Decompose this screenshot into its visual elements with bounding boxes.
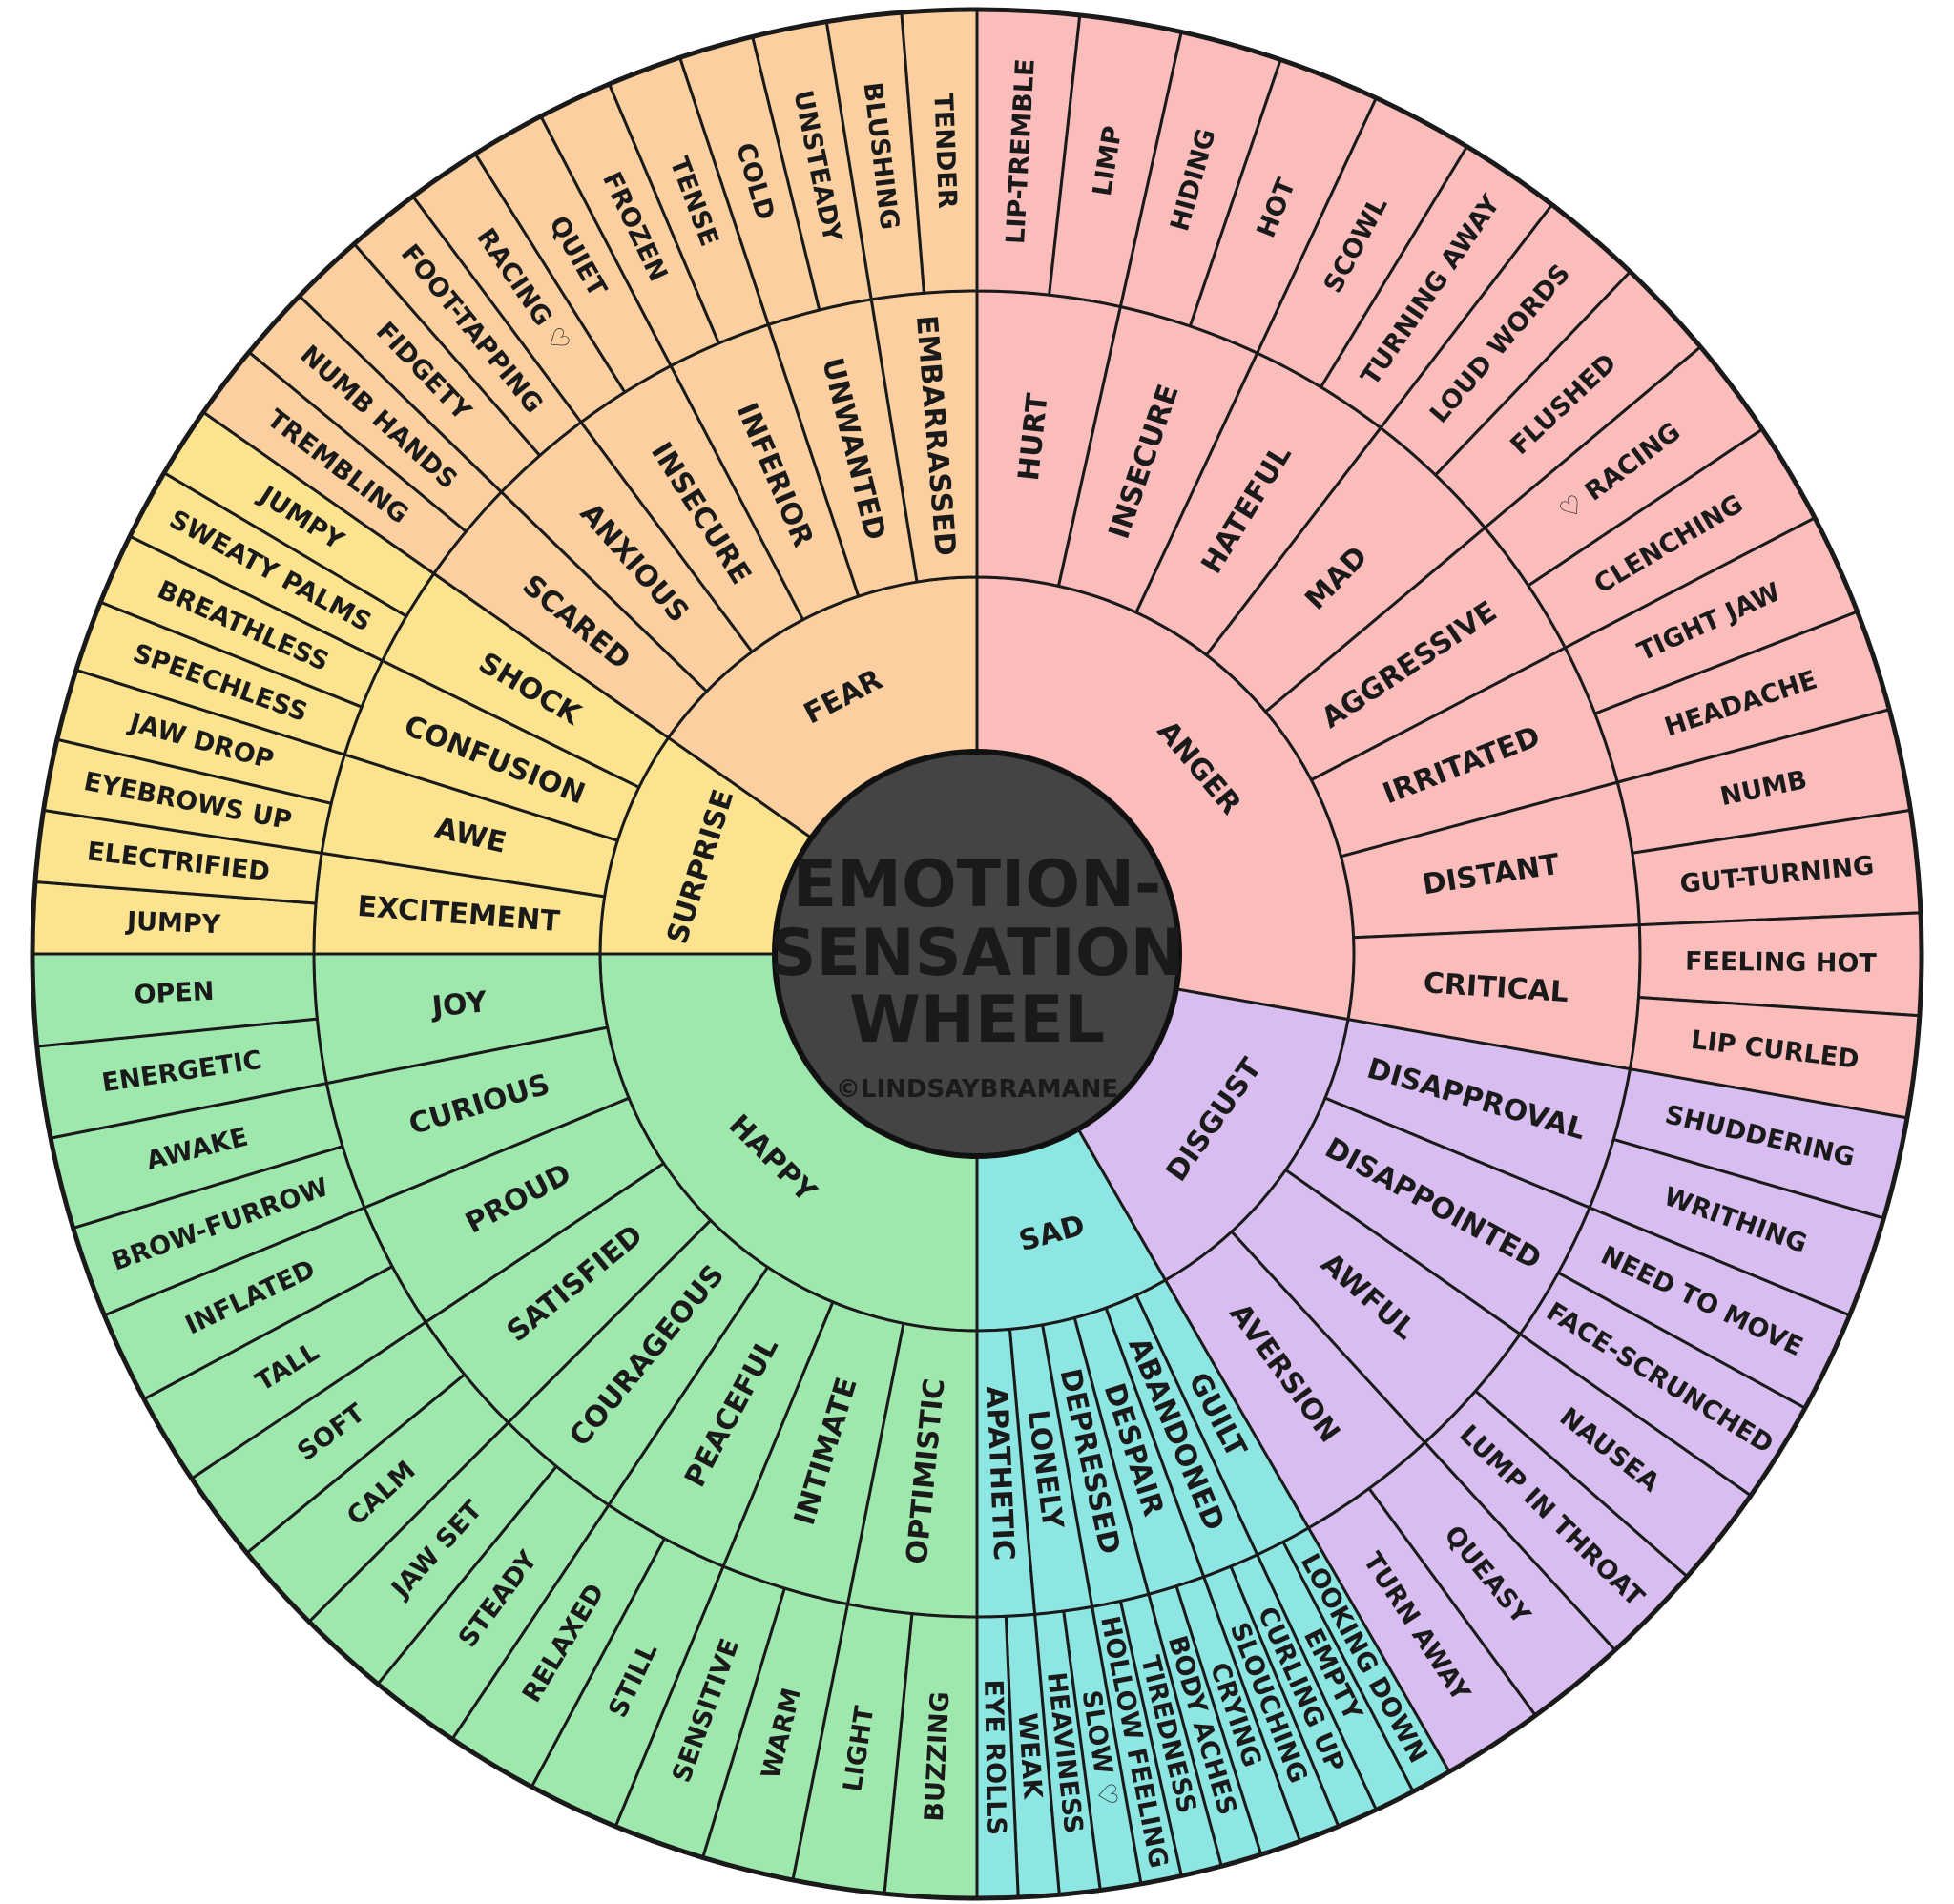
outer-rim — [30, 7, 1924, 1901]
emotion-label-joy: Joy — [428, 985, 489, 1024]
title-line-1: EMOTION- — [793, 847, 1162, 922]
emotion-label-apathetic: Apathetic — [979, 1385, 1020, 1561]
sensation-label-feeling-hot: Feeling Hot — [1685, 947, 1878, 979]
sensation-label-buzzing: Buzzing — [920, 1691, 956, 1823]
wheel-center: EMOTION- SENSATION WHEEL ©LINDSAYBRAMANE — [769, 749, 1185, 1159]
sensation-label-jumpy: Jumpy — [124, 906, 221, 940]
sensation-label-weak: Weak — [1012, 1712, 1048, 1801]
sensation-label-open: Open — [134, 977, 215, 1010]
sensation-label-tender: Tender — [927, 93, 962, 209]
center-disc — [772, 749, 1182, 1159]
credit-text: ©LINDSAYBRAMANE — [836, 1075, 1118, 1104]
sensation-label-eye-rolls: Eye Rolls — [978, 1679, 1011, 1835]
title-line-3: WHEEL — [849, 983, 1105, 1058]
title-line-2: SENSATION — [769, 916, 1184, 991]
wheel-rings: FearScaredAnxiousInsecureInferiorUnwante… — [30, 7, 1924, 1901]
